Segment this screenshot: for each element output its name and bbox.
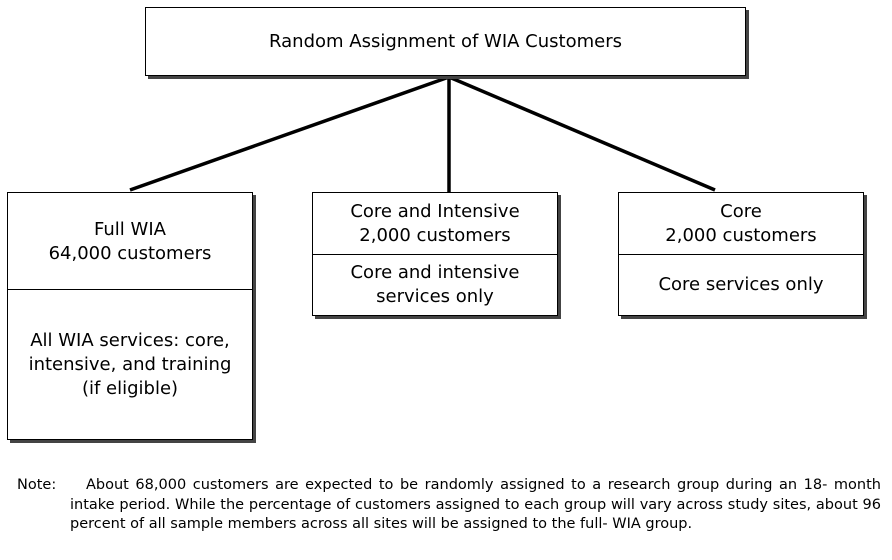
footnote-text: About 68,000 customers are expected to b… xyxy=(70,477,881,532)
group-divider xyxy=(619,254,863,255)
group-box-core: Core 2,000 customers Core services only xyxy=(618,192,864,316)
group-services-core-intensive: Core and intensive services only xyxy=(350,262,520,307)
connector-line-core xyxy=(448,75,716,192)
group-title-full-wia: Full WIA 64,000 customers xyxy=(48,218,212,264)
connector-line-full-wia xyxy=(129,75,450,192)
group-box-full-wia: Full WIA 64,000 customers All WIA servic… xyxy=(7,192,253,440)
group-services-core: Core services only xyxy=(658,274,824,295)
group-divider xyxy=(313,254,557,255)
footnote: Note: About 68,000 customers are expecte… xyxy=(17,476,881,535)
group-title-core: Core 2,000 customers xyxy=(665,201,817,246)
group-box-core-intensive: Core and Intensive 2,000 customers Core … xyxy=(312,192,558,316)
root-node-label: Random Assignment of WIA Customers xyxy=(269,30,622,52)
group-services-full-wia: All WIA services: core, intensive, and t… xyxy=(28,329,232,399)
group-title-core-intensive: Core and Intensive 2,000 customers xyxy=(350,201,520,246)
footnote-label: Note: xyxy=(17,477,57,493)
group-divider xyxy=(8,289,252,290)
root-node-box: Random Assignment of WIA Customers xyxy=(145,7,746,76)
